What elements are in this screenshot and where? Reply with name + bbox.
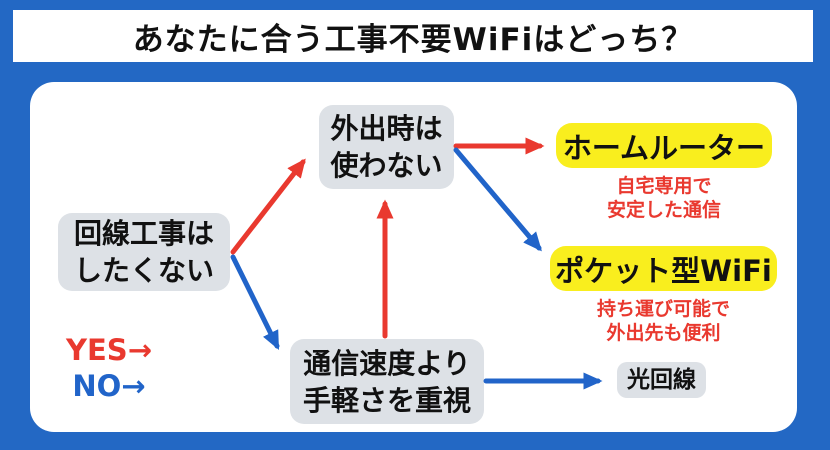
node-fiber-line: 光回線 (617, 362, 706, 398)
result-label: ポケット型WiFi (555, 253, 772, 288)
node-label-line: 手軽さを重視 (302, 383, 471, 417)
caption-line: 外出先も便利 (606, 322, 721, 344)
caption-line: 安定した通信 (606, 199, 721, 221)
legend-no-label: NO→ (72, 369, 146, 403)
node-label-line: 光回線 (627, 367, 696, 393)
home-router-caption: 自宅専用で 安定した通信 (556, 174, 772, 222)
title-bar: あなたに合う工事不要WiFiはどっち？ (13, 10, 813, 62)
node-label-line: 使わない (330, 149, 443, 182)
node-label-line: 外出時は (330, 112, 443, 145)
node-no-line-construction: 回線工事は したくない (58, 213, 230, 291)
node-label-line: 通信速度より (303, 346, 471, 380)
node-not-used-outdoors: 外出時は 使わない (319, 105, 454, 189)
legend-yes-label: YES→ (66, 333, 152, 367)
node-label-line: 回線工事は (73, 217, 214, 250)
caption-line: 持ち運び可能で (596, 298, 730, 320)
caption-line: 自宅専用で (616, 175, 712, 197)
result-home-router: ホームルーター (556, 123, 772, 168)
result-pocket-wifi: ポケット型WiFi (550, 246, 777, 291)
node-ease-over-speed: 通信速度より 手軽さを重視 (290, 339, 484, 424)
result-label: ホームルーター (562, 130, 766, 165)
pocket-wifi-caption: 持ち運び可能で 外出先も便利 (550, 297, 777, 345)
node-label-line: したくない (73, 254, 214, 287)
page-title: あなたに合う工事不要WiFiはどっち？ (132, 21, 694, 58)
